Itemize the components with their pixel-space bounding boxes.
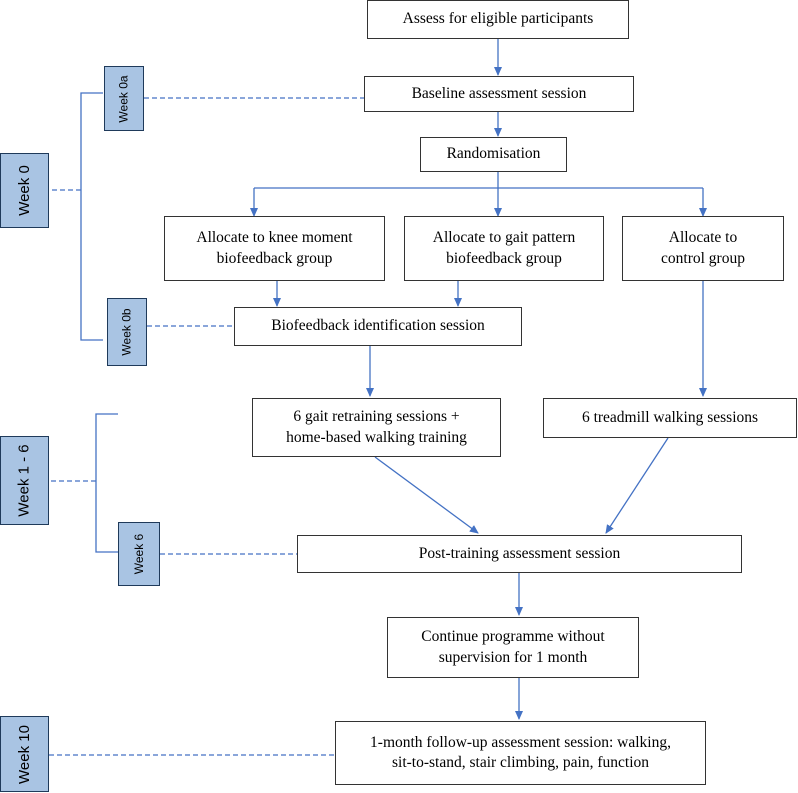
gait-group-line2: biofeedback group [446,249,562,267]
week-1-6-tag: Week 1 - 6 [0,436,49,525]
control-group-box: Allocate to control group [622,216,784,281]
control-group-line2: control group [661,249,745,267]
control-group-line1: Allocate to [668,229,738,247]
continue-box: Continue programme without supervision f… [387,617,639,678]
week-0-label: Week 0 [16,165,33,216]
arrow-treadmill-to-post [605,437,669,534]
week-0a-label: Week 0a [117,74,132,123]
gait-retraining-box: 6 gait retraining sessions + home-based … [252,398,501,457]
bracket-week-0 [80,92,103,341]
followup-box: 1-month follow-up assessment session: wa… [335,721,706,785]
week-6-tag: Week 6 [118,522,160,586]
continue-line2: supervision for 1 month [438,648,588,666]
baseline-label: Baseline assessment session [411,84,587,102]
gait-retraining-line2: home-based walking training [286,428,467,446]
continue-line1: Continue programme without [421,628,605,646]
week-1-6-label: Week 1 - 6 [16,444,34,517]
arrow-retraining-to-post [374,456,479,534]
randomisation-box: Randomisation [420,137,567,172]
treadmill-label: 6 treadmill walking sessions [581,408,759,426]
week-0a-tag: Week 0a [104,66,144,131]
week-0b-label: Week 0b [120,308,135,356]
followup-line2: sit-to-stand, stair climbing, pain, func… [392,754,649,771]
post-training-label: Post-training assessment session [418,544,621,562]
randomisation-label: Randomisation [446,145,541,163]
week-0b-tag: Week 0b [107,298,147,366]
week-10-tag: Week 10 [0,716,49,792]
knee-group-box: Allocate to knee moment biofeedback grou… [164,216,385,281]
bracket-week-1-6 [95,413,118,553]
treadmill-box: 6 treadmill walking sessions [543,398,797,438]
assess-box: Assess for eligible participants [367,0,629,39]
week-6-label: Week 6 [132,533,146,575]
knee-group-line2: biofeedback group [216,249,333,267]
biofeedback-id-box: Biofeedback identification session [234,307,522,346]
baseline-box: Baseline assessment session [364,76,634,112]
gait-retraining-line1: 6 gait retraining sessions + [293,408,460,426]
knee-group-line1: Allocate to knee moment [196,229,353,247]
biofeedback-id-label: Biofeedback identification session [271,317,485,335]
followup-line1: 1-month follow-up assessment session: wa… [370,733,671,751]
week-0-tag: Week 0 [0,153,49,228]
gait-group-box: Allocate to gait pattern biofeedback gro… [404,216,604,281]
week-10-label: Week 10 [16,724,33,784]
post-training-box: Post-training assessment session [297,535,742,573]
assess-label: Assess for eligible participants [402,10,594,28]
gait-group-line1: Allocate to gait pattern [432,229,576,247]
